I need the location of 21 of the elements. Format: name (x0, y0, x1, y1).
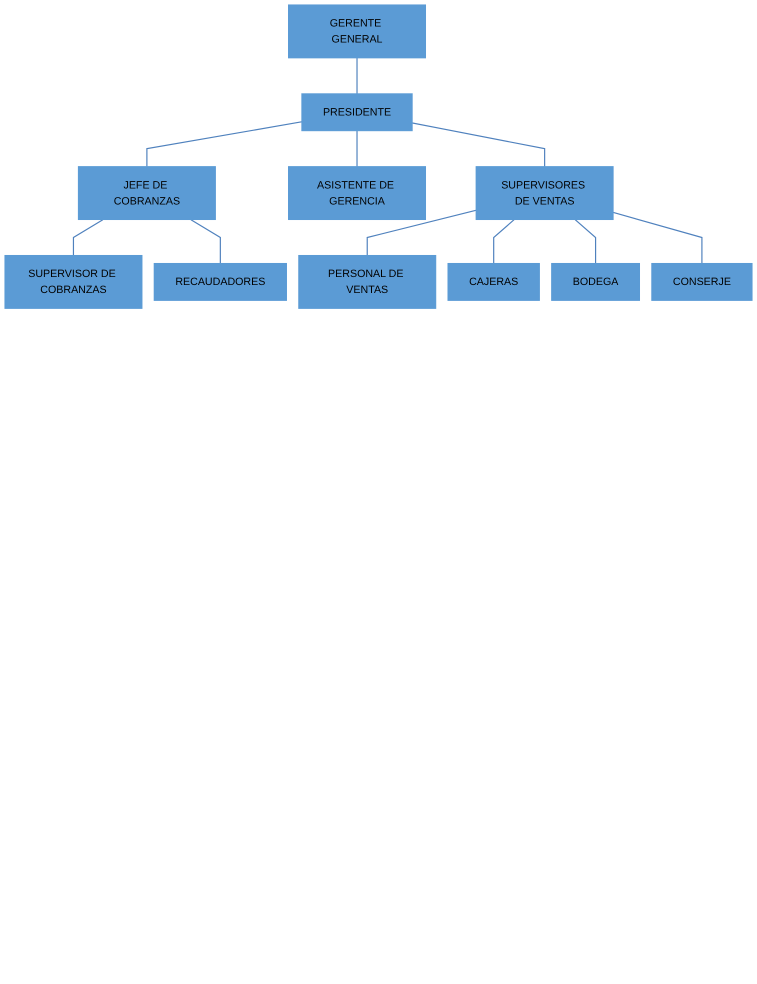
connector (412, 122, 546, 166)
node-box (301, 93, 413, 132)
node-box (476, 166, 614, 220)
connector (72, 219, 104, 256)
node-box (288, 4, 426, 58)
org-chart: GERENTE GENERAL PRESIDENTE JEFE DE COBRANZAS ASISTENTE DE GERENCIA SUPERVISORES DE VENTAS SUPERVISOR DE COBRANZAS RECAUDADORES PERSONAL DE VENTAS CAJERAS BODEGA CONSERJE (0, 0, 757, 314)
connector (356, 130, 358, 166)
node-box (78, 166, 216, 220)
connector (574, 219, 596, 264)
node-box (288, 166, 426, 220)
connector (146, 121, 302, 166)
node-box (154, 262, 287, 301)
node-box (447, 262, 540, 301)
node-box (298, 254, 436, 309)
connector (613, 212, 702, 264)
connector (366, 210, 476, 256)
connector (493, 219, 514, 264)
node-box (651, 262, 753, 301)
node-box (551, 262, 640, 301)
connector (356, 58, 358, 94)
node-box (4, 254, 142, 309)
